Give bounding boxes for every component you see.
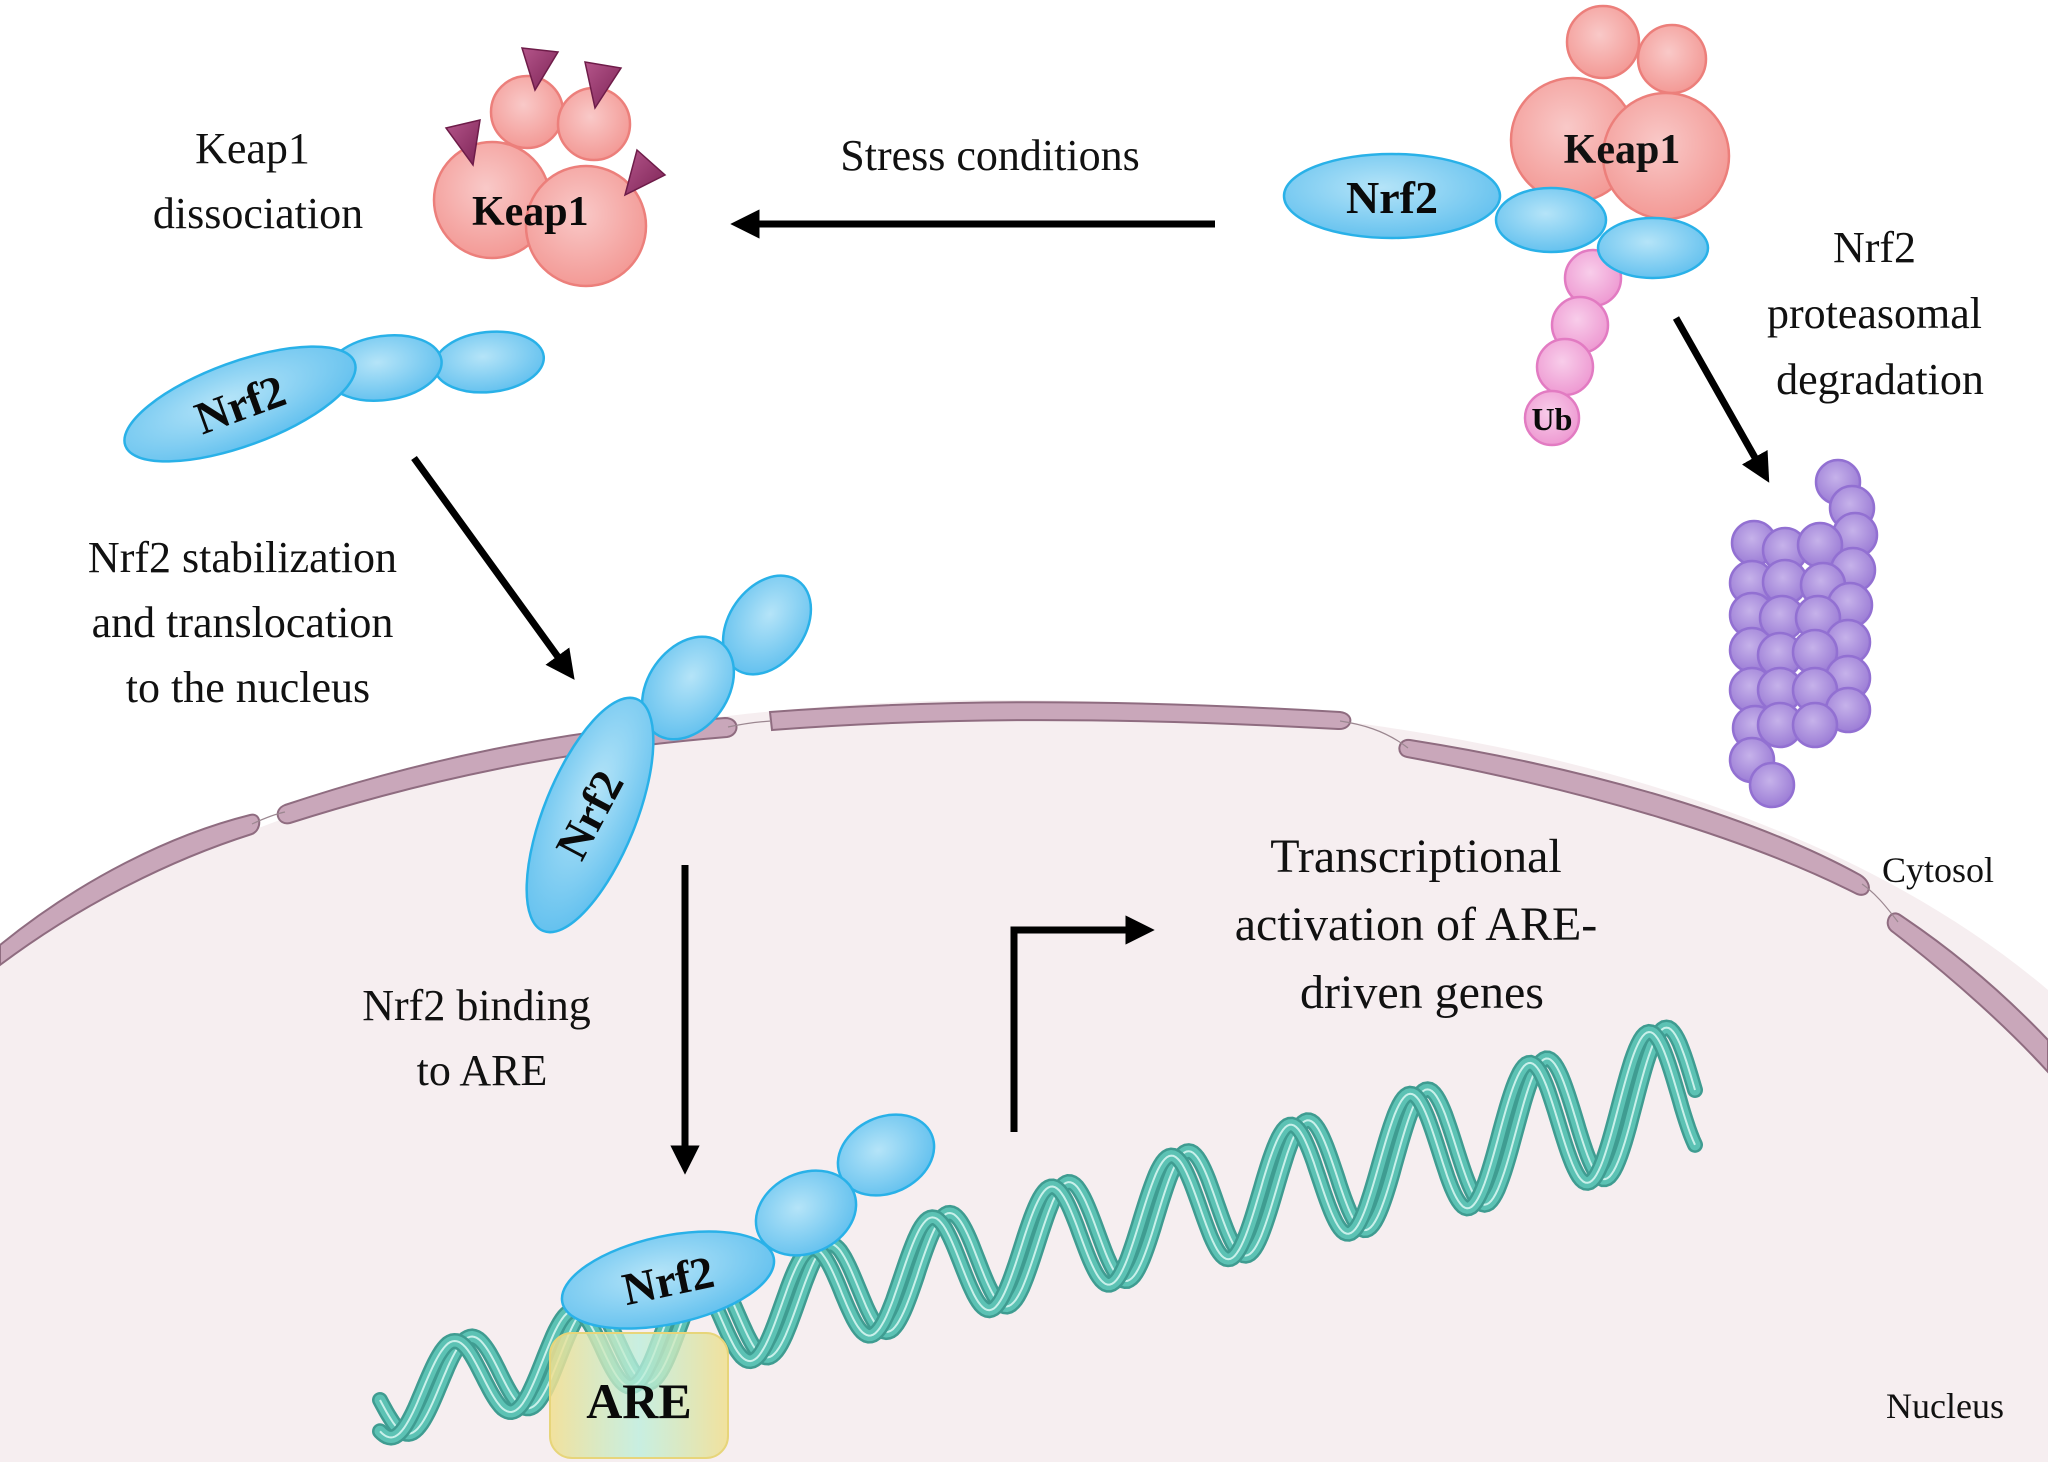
translocation-arrow [411, 455, 575, 680]
nrf2-stabilization-label: Nrf2 stabilization and translocation to … [88, 533, 408, 712]
modification-triangles [444, 47, 667, 197]
membrane-segment [0, 813, 261, 967]
nrf2-domain [1596, 216, 1710, 280]
nrf2-domain [754, 1169, 858, 1257]
keap1-dissociated-complex [432, 74, 648, 288]
keap1-label: Keap1 [472, 189, 589, 235]
are-element [549, 1332, 729, 1459]
transcriptional-activation-label: Transcriptional activation of ARE- drive… [1235, 830, 1610, 1019]
membrane-segment [1886, 912, 2048, 1074]
cytosol-label: Cytosol [1882, 850, 1994, 890]
stress-conditions-label: Stress conditions [840, 131, 1139, 180]
nrf2-on-are [560, 1113, 936, 1330]
keap1-label-bound: Keap1 [1564, 127, 1681, 173]
proteasome [1728, 458, 1879, 809]
transcription-arrow [1010, 915, 1155, 1132]
nucleus-region [0, 700, 2048, 1462]
nrf2-label: Nrf2 [1346, 172, 1438, 223]
nrf2-domain [640, 635, 736, 741]
keap1-subunit [489, 74, 565, 150]
keap1-subunit [524, 164, 648, 288]
proteasome-subunit [1791, 701, 1839, 749]
nrf2-main-domain [123, 345, 357, 463]
membrane-segment [1398, 738, 1870, 896]
nrf2-domain [432, 330, 546, 394]
ubiquitin-bead [1535, 337, 1595, 397]
nrf2-main-domain [525, 696, 655, 934]
nrf2-translocating [525, 574, 813, 934]
ub-label: Ub [1532, 401, 1573, 437]
keap1-dissociation-label: Keap1 dissociation [153, 124, 363, 238]
triangle-icon [520, 47, 560, 92]
nrf2-bound [1282, 152, 1710, 280]
nrf2-binding-label: Nrf2 binding to ARE [362, 981, 602, 1095]
ubiquitin-bead [1523, 389, 1581, 447]
nrf2-main-domain [560, 1230, 776, 1330]
proteasome-subunit [1748, 761, 1796, 809]
nrf2-free [123, 330, 546, 463]
triangle-icon [584, 61, 623, 110]
triangle-icon [623, 148, 667, 197]
keap1-subunit [1636, 23, 1708, 95]
nrf2-degradation-label: Nrf2 proteasomal degradation [1767, 223, 1993, 404]
nucleus-label: Nucleus [1886, 1386, 2004, 1426]
are-label: ARE [586, 1373, 692, 1429]
degradation-arrow [1672, 316, 1770, 483]
nrf2-domain [721, 574, 813, 676]
keap1-bound-complex [1509, 4, 1731, 221]
keap1-subunit [1565, 4, 1641, 80]
nrf2-main-domain [1282, 152, 1502, 240]
nrf2-domain [1494, 186, 1608, 254]
triangle-icon [444, 119, 481, 167]
nucleus-body [0, 700, 2048, 1462]
